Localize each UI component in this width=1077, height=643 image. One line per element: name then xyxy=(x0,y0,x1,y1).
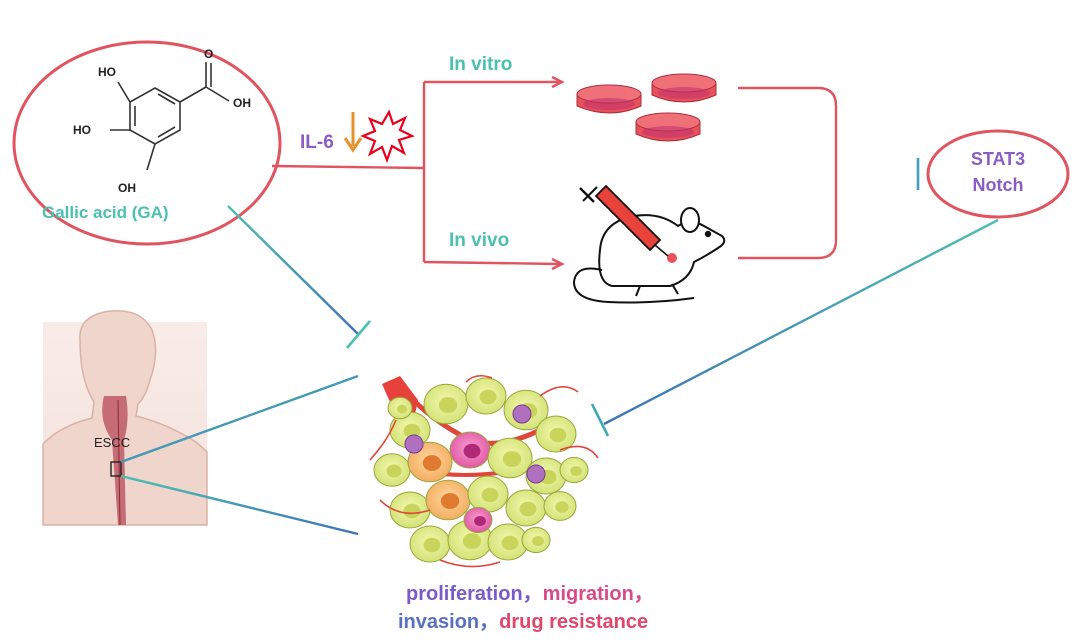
tumor-cell-nucleus xyxy=(463,443,481,459)
tumor-cell-nucleus xyxy=(502,451,522,467)
tumor-fibre xyxy=(539,386,579,397)
tumor-cell-nucleus xyxy=(501,535,519,551)
tumor-fibre xyxy=(559,445,599,459)
in-vivo-label: In vivo xyxy=(449,230,509,251)
tumor-cell-nucleus xyxy=(438,397,458,413)
escc-label: ESCC xyxy=(94,435,130,450)
il6-label: IL-6 xyxy=(300,132,334,153)
tumor-fibre xyxy=(439,559,501,568)
atom-oh-acid: OH xyxy=(233,96,251,110)
tumor-cell-nucleus xyxy=(423,537,441,553)
tumor-cell-nucleus xyxy=(396,404,408,414)
down-arrow-icon xyxy=(343,112,363,153)
stat3-notch-ellipse xyxy=(926,129,1070,219)
injection-site xyxy=(667,253,677,263)
tumor-cell-nucleus xyxy=(481,487,499,503)
escc-box xyxy=(110,461,122,477)
compound-name: Gallic acid (GA) xyxy=(42,203,169,222)
outcome-migration: migration， xyxy=(543,583,654,605)
tumor-cell-nucleus xyxy=(422,455,442,471)
immune-cell xyxy=(512,404,532,424)
petri-dish-3 xyxy=(635,112,701,142)
tumor-cell-nucleus xyxy=(462,533,482,549)
stat3-label: STAT3 xyxy=(971,149,1025,169)
tumor-cell-nucleus xyxy=(403,423,421,439)
outcome-line-1: proliferation，migration， xyxy=(406,583,654,605)
burst-icon xyxy=(360,109,415,164)
tumor-cell-nucleus xyxy=(386,464,402,478)
tumor-cell-nucleus xyxy=(440,493,460,509)
pathway-lines xyxy=(271,75,838,271)
outcome-invasion: invasion， xyxy=(398,611,499,633)
tumor-cell-nucleus xyxy=(570,465,582,477)
tumor-fibre xyxy=(465,374,493,383)
gallic-acid-structure xyxy=(110,62,230,171)
outcome-drug-resistance: drug resistance xyxy=(499,611,648,633)
petri-dish-1 xyxy=(576,84,642,114)
atom-ho-mid: HO xyxy=(73,123,91,137)
tumor-cell-nucleus xyxy=(403,503,421,519)
tumor-cell-nucleus xyxy=(532,535,544,547)
inhibition-lines xyxy=(227,205,999,437)
gallic-acid-node: HO HO OH O OH Gallic acid (GA) xyxy=(12,40,282,246)
stat3-notch-node: STAT3 Notch xyxy=(838,129,1070,219)
petri-dish-2 xyxy=(651,73,717,103)
tumor-fibre xyxy=(369,419,397,461)
il6-group: IL-6 xyxy=(300,109,415,164)
outcome-line-2: invasion，drug resistance xyxy=(398,611,648,633)
tumor-illustration xyxy=(369,374,599,568)
gallic-acid-ellipse xyxy=(12,40,282,246)
petri-dishes xyxy=(576,73,717,142)
immune-cell xyxy=(404,434,424,454)
outcome-proliferation: proliferation， xyxy=(406,583,543,605)
notch-label: Notch xyxy=(973,175,1024,195)
immune-cell xyxy=(526,464,546,484)
atom-ho-top: HO xyxy=(98,65,116,79)
tumor-fibre xyxy=(379,499,431,515)
outcome-labels: proliferation，migration， invasion，drug r… xyxy=(398,583,654,633)
atom-oh-bottom: OH xyxy=(118,181,136,195)
syringe-icon xyxy=(579,184,669,257)
patient-illustration: ESCC xyxy=(42,310,359,536)
tumor-cell-nucleus xyxy=(474,515,486,527)
atom-o-carbonyl: O xyxy=(204,47,213,61)
mouse-illustration xyxy=(572,207,726,304)
tumor-cell-nucleus xyxy=(519,501,537,517)
tumor-cell-nucleus xyxy=(479,389,497,405)
in-vitro-label: In vitro xyxy=(449,54,512,75)
tumor-cell-nucleus xyxy=(549,427,567,443)
tumor-cell-nucleus xyxy=(555,501,569,513)
